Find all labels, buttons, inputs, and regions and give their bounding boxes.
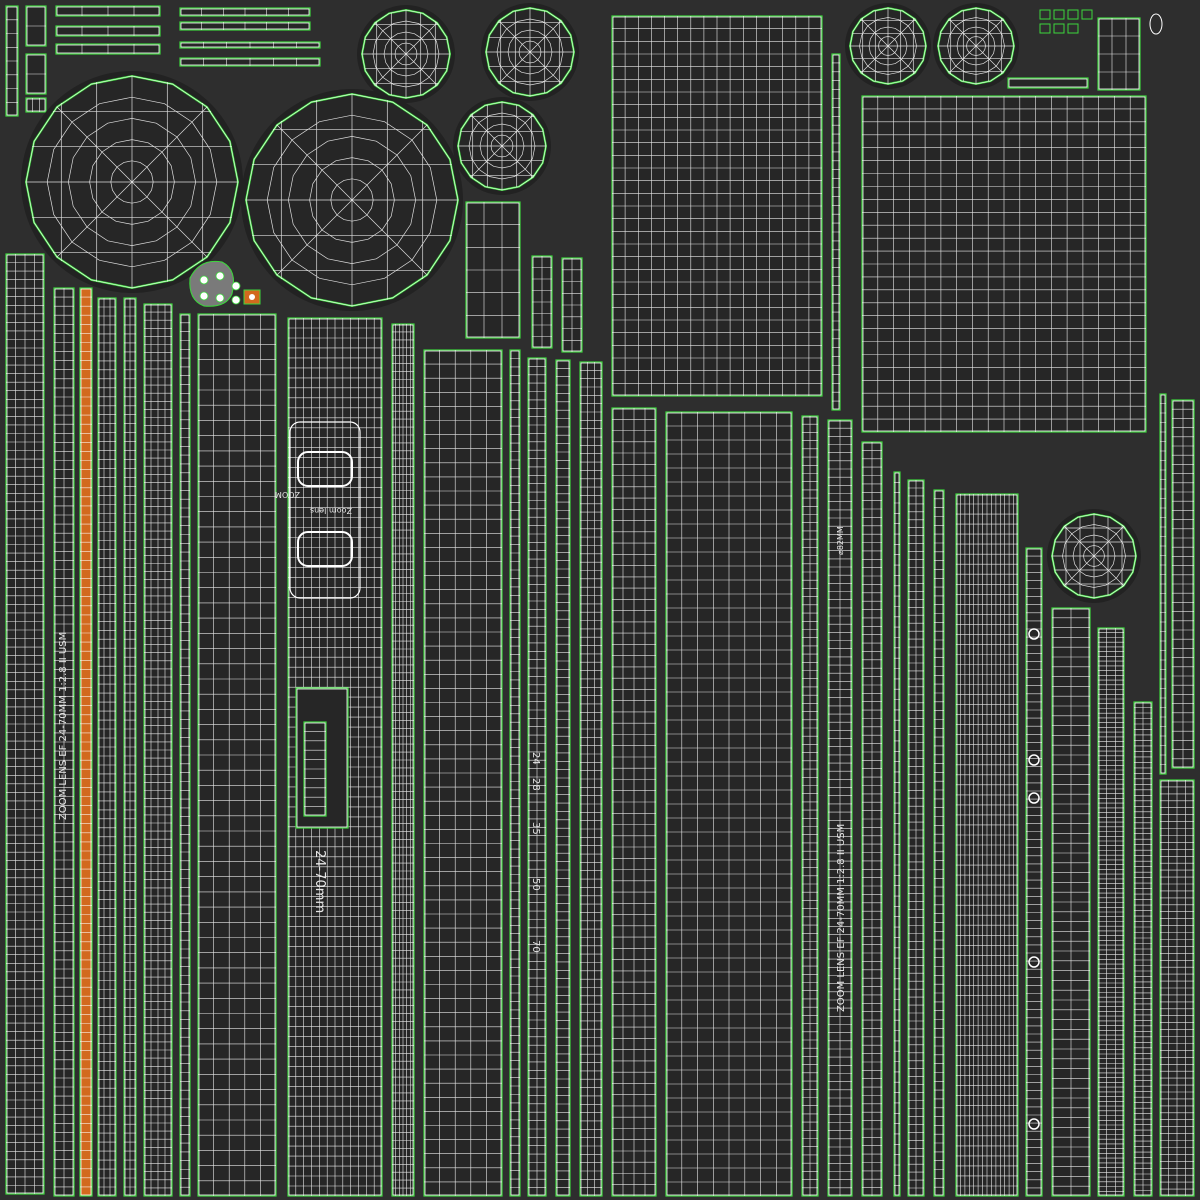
uv-island-cap-frame — [465, 201, 521, 339]
uv-island-small-block-a — [531, 255, 553, 349]
uv-island-strip-3-accent — [79, 287, 93, 1197]
uv-island-small-squares — [1039, 9, 1163, 35]
uv-island-strip-25 — [1025, 547, 1043, 1197]
uv-island-strip-2 — [53, 287, 75, 1197]
uv-island-strip-15 — [579, 361, 603, 1197]
uv-island-lens-cap-f — [1047, 509, 1141, 603]
zoom-mark-70: 70 — [530, 940, 541, 953]
uv-island-body-plate — [1097, 17, 1141, 91]
uv-island-lens-element-large-b — [241, 89, 463, 311]
filter-size-label: ⌀82MM — [836, 526, 845, 555]
uv-island-panel-top-a — [611, 15, 823, 397]
uv-island-lens-cap-e — [933, 3, 1019, 89]
uv-island-strip-5 — [123, 297, 137, 1197]
uv-island-strip-24 — [955, 493, 1019, 1197]
uv-grid-islands — [5, 5, 1195, 1197]
uv-island-strip-31 — [1171, 399, 1195, 769]
uv-island-strip-1 — [5, 253, 45, 1195]
uv-island-contact-pins — [189, 260, 241, 307]
uv-island-strip-6 — [143, 303, 173, 1197]
uv-island-strip-23 — [933, 489, 945, 1197]
uv-island-strip-18 — [801, 415, 819, 1197]
uv-island-strip-28 — [1133, 701, 1153, 1197]
uv-island-bar-h — [1007, 77, 1089, 89]
uv-island-lens-cap-c — [453, 97, 551, 195]
uv-island-lens-cap-d — [845, 3, 931, 89]
uv-island-strip-16 — [611, 407, 657, 1197]
uv-island-bar-a — [55, 5, 161, 17]
uv-circle-islands — [21, 3, 1141, 603]
uv-island-strip-17 — [665, 411, 793, 1197]
uv-island-strip-4 — [97, 297, 117, 1197]
uv-island-lens-cap-a — [357, 5, 455, 103]
focal-range-label: 24-70mm — [312, 850, 327, 913]
uv-island-bar-c — [55, 43, 161, 55]
uv-island-corner-b — [25, 53, 47, 95]
uv-island-lens-element-large-a — [21, 71, 243, 293]
uv-island-strip-14 — [555, 359, 571, 1197]
uv-island-corner-c — [25, 97, 47, 113]
strip-left-model-label: ZOOM LENS EF 24-70MM 1:2.8 II USM — [58, 632, 69, 820]
uv-island-strip-7 — [179, 313, 191, 1197]
uv-island-strip-13 — [527, 357, 547, 1197]
uv-island-corner-a — [25, 5, 47, 47]
uv-island-strip-11 — [423, 349, 503, 1197]
uv-island-strip-dots — [1028, 628, 1040, 1130]
zoom-lens-label: Zoom lens — [310, 506, 352, 515]
uv-island-edge-a — [5, 5, 19, 117]
uv-island-strip-8 — [197, 313, 277, 1197]
uv-island-bar-e — [179, 21, 311, 31]
uv-island-strip-30 — [1159, 393, 1167, 775]
uv-island-strip-10 — [391, 323, 415, 1197]
zoom-word-label: ZOOM — [275, 490, 300, 499]
uv-island-strip-21 — [893, 471, 901, 1197]
zoom-mark-35: 35 — [530, 822, 541, 835]
uv-island-strip-26 — [1051, 607, 1091, 1197]
uv-island-strip-22 — [907, 479, 925, 1197]
uv-island-lens-cap-b — [481, 3, 579, 101]
zoom-mark-24: 24 — [530, 752, 541, 765]
uv-island-strip-20 — [861, 441, 883, 1197]
zoom-mark-50: 50 — [530, 878, 541, 891]
uv-island-switch-inner — [303, 721, 327, 817]
uv-island-bar-g — [179, 57, 321, 67]
uv-misc-islands — [189, 9, 1163, 1130]
uv-island-bar-b — [55, 25, 161, 37]
uv-island-bar-f — [179, 41, 321, 49]
uv-island-strip-27 — [1097, 627, 1125, 1197]
uv-island-switch-housing — [289, 421, 361, 599]
uv-island-strip-12 — [509, 349, 521, 1197]
uv-island-mount-tab — [243, 289, 261, 305]
uv-island-panel-top-c — [861, 95, 1147, 433]
uv-island-bar-d — [179, 7, 311, 17]
uv-island-small-block-b — [561, 257, 583, 353]
zoom-mark-28: 28 — [530, 778, 541, 791]
uv-island-panel-top-b — [831, 53, 841, 411]
strip-center-model-label: ZOOM LENS EF 24-70MM 1:2.8 II USM — [836, 824, 847, 1012]
uv-island-strip-29 — [1159, 779, 1195, 1197]
uv-island-strip-19 — [827, 419, 853, 1197]
